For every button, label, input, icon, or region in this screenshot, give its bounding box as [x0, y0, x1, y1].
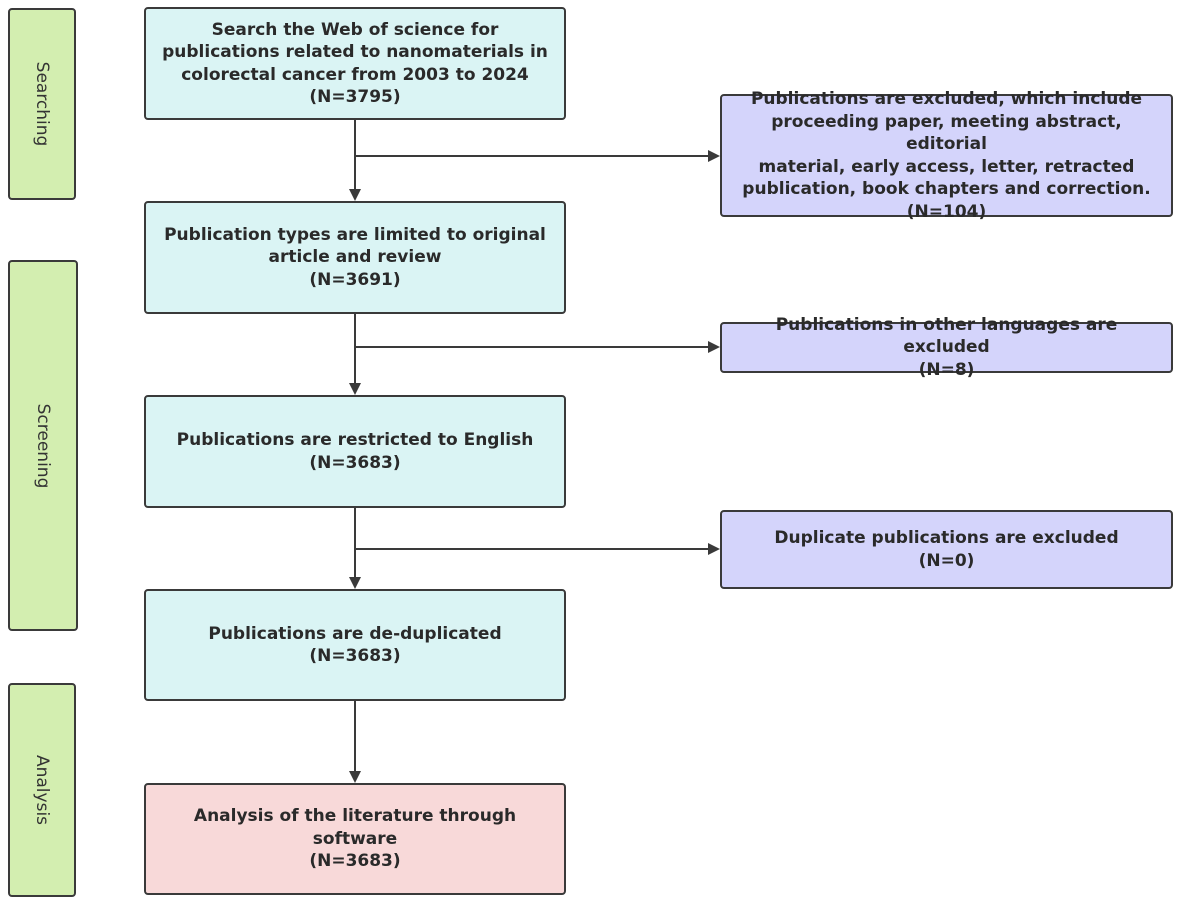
box-language: Publications are restricted to English (… — [144, 395, 566, 508]
box-exclusion-languages-line-1: Publications in other languages are excl… — [775, 314, 1118, 358]
box-exclusion-types-line-4: publication, book chapters and correctio… — [742, 179, 1151, 199]
box-language-line-1: Publications are restricted to English — [176, 430, 534, 450]
box-search-count: (N=3795) — [309, 87, 401, 107]
box-type-limit: Publication types are limited to origina… — [144, 201, 566, 314]
stage-screening: Screening — [8, 260, 78, 631]
box-analysis-line-2: software — [312, 828, 398, 849]
box-type-limit-line-1: Publication types are limited to origina… — [164, 224, 546, 245]
box-exclusion-types-count: (N=104) — [906, 201, 987, 222]
box-exclusion-languages-count: (N=8) — [918, 359, 975, 380]
box-type-limit-count: (N=3691) — [309, 269, 401, 290]
stage-searching: Searching — [8, 8, 76, 200]
box-exclusion-duplicates-line-1: Duplicate publications are excluded — [774, 528, 1119, 548]
box-analysis: Analysis of the literature through softw… — [144, 783, 566, 895]
box-search-line-1: Search the Web of science for — [211, 19, 499, 40]
box-type-limit-line-2: article and review — [268, 247, 442, 268]
box-analysis-count: (N=3683) — [309, 851, 401, 872]
box-exclusion-duplicates-count: (N=0) — [918, 550, 975, 571]
box-exclusion-types-line-3: material, early access, letter, retracte… — [758, 156, 1135, 177]
box-exclusion-languages: Publications in other languages are excl… — [720, 315, 1173, 380]
box-dedup-line-1: Publications are de-duplicated — [208, 623, 502, 644]
box-search-line-2: publications related to nanomaterials in — [162, 42, 548, 62]
box-analysis-line-1: Analysis of the literature through — [193, 806, 517, 827]
box-exclusion-duplicates: Duplicate publications are excluded (N=0… — [720, 510, 1173, 589]
stage-analysis: Analysis — [8, 683, 76, 897]
box-exclusion-types-line-1: Publications are excluded, which include — [750, 89, 1143, 109]
box-search-line-3: colorectal cancer from 2003 to 2024 — [181, 64, 529, 85]
box-dedup-count: (N=3683) — [309, 646, 401, 666]
box-exclusion-types: Publications are excluded, which include… — [720, 89, 1173, 222]
box-language-count: (N=3683) — [309, 452, 401, 473]
box-search: Search the Web of science for publicatio… — [144, 7, 566, 120]
box-exclusion-types-line-2: proceeding paper, meeting abstract, edit… — [771, 111, 1122, 155]
box-dedup: Publications are de-duplicated (N=3683) — [144, 589, 566, 701]
